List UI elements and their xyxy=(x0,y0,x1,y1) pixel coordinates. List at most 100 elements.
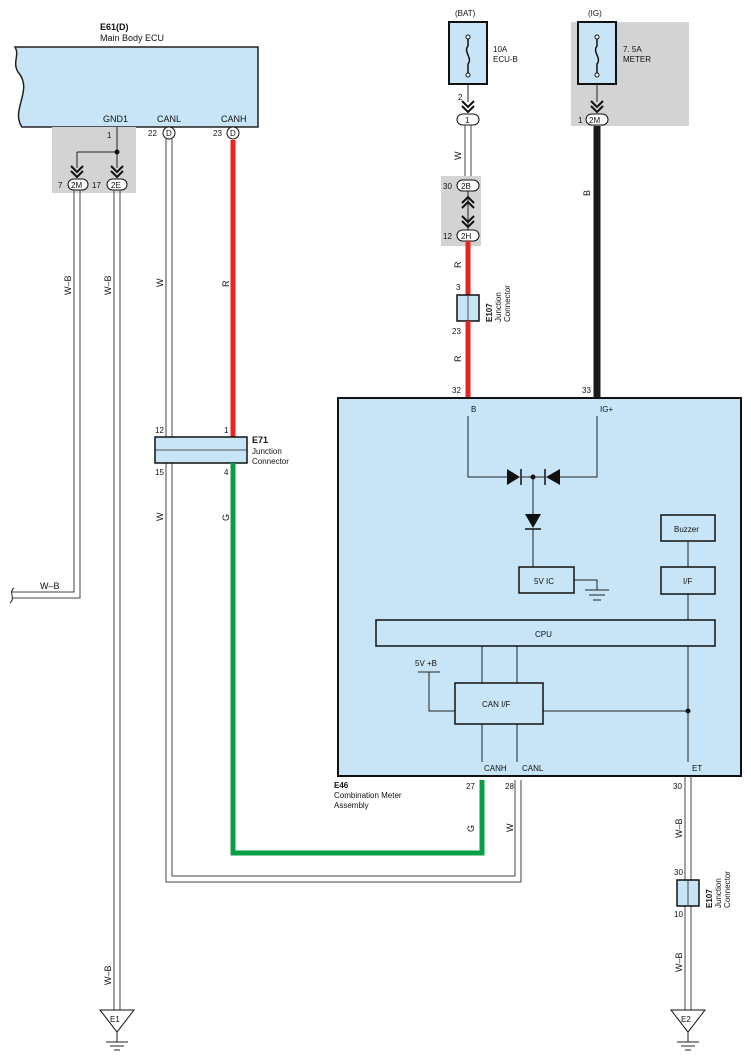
e107-top-type: Junction xyxy=(494,292,503,322)
meter-ig-pin: 33 xyxy=(582,386,591,395)
wire-wb-left-vertical-label: W–B xyxy=(63,275,73,295)
wire-et-wb-label: W–B xyxy=(674,818,684,838)
bat-fuse-pin: 2 xyxy=(458,93,463,102)
e107-bottom-id: E107 xyxy=(705,889,714,908)
block-cpu-label: CPU xyxy=(535,630,552,639)
internal-ground-icon xyxy=(585,589,609,601)
wire-ig-black-label: B xyxy=(582,190,592,196)
ig-fuse-name: METER xyxy=(623,55,651,64)
wire-canl-label: W xyxy=(155,278,165,287)
ground-arrow-icon xyxy=(70,165,84,179)
connector-2e-label: 2E xyxy=(111,181,121,190)
e107-bottom-type2: Connector xyxy=(723,871,732,908)
e71-id: E71 xyxy=(252,435,268,445)
wire-wb-left xyxy=(12,190,81,599)
bat-supply: (BAT) xyxy=(455,9,476,18)
connector-2b-label: 2B xyxy=(461,182,471,191)
ecu-box xyxy=(13,46,259,128)
meter-canh-label: CANH xyxy=(484,764,507,773)
meter-ig-label: IG+ xyxy=(600,405,613,414)
wire-wb-left-label: W–B xyxy=(40,581,60,591)
connector-2e xyxy=(106,178,128,191)
ground-e1-symbol xyxy=(98,1009,136,1033)
ecu-canh-connector xyxy=(226,126,240,140)
meter-name: Combination Meter xyxy=(334,791,402,800)
bat-fuse-name: ECU-B xyxy=(493,55,518,64)
ecu-canh-pin: 23 xyxy=(213,129,222,138)
wire-b-red-label: R xyxy=(453,261,463,268)
ground-e2-label: E2 xyxy=(681,1015,691,1024)
block-buzzer xyxy=(660,514,716,542)
connector-2m-ig-label: 2M xyxy=(589,116,600,125)
block-5v-ic-label: 5V IC xyxy=(534,577,554,586)
bat-fuse-rating: 10A xyxy=(493,45,508,54)
connector-2e-pin: 17 xyxy=(92,181,101,190)
connector-2h-pin: 12 xyxy=(443,232,452,241)
block-5v-ic xyxy=(518,566,575,594)
wire-canl-label-meter: W xyxy=(505,823,515,832)
diode-icon xyxy=(525,514,541,528)
e107-bottom-type: Junction xyxy=(714,878,723,908)
wire-b-red-label-lower: R xyxy=(453,355,463,362)
wire-bat-w-label: W xyxy=(453,151,463,160)
wire-canh-green xyxy=(230,463,485,856)
ig-fuse-pin: 1 xyxy=(578,116,583,125)
connector-arrow-icon xyxy=(461,100,475,114)
meter-internal-wiring xyxy=(418,416,689,762)
ecu-id: E61(D) xyxy=(100,22,129,32)
splice-dot xyxy=(685,708,691,714)
wire-et-wb-label-lower: W–B xyxy=(674,952,684,972)
block-if-label: I/F xyxy=(683,577,692,586)
ecu-canh-conn-label: D xyxy=(230,129,236,138)
meter-name2: Assembly xyxy=(334,801,369,810)
wire-bat-w xyxy=(464,125,472,180)
meter-canl-label: CANL xyxy=(522,764,544,773)
ground-e2-symbol xyxy=(669,1009,707,1033)
ecu-canl-pin: 22 xyxy=(148,129,157,138)
ecu-canl-connector xyxy=(162,126,176,140)
ecu-name: Main Body ECU xyxy=(100,33,164,43)
meter-b-label: B xyxy=(471,405,476,414)
diode-icon xyxy=(507,469,520,485)
wire-wb-e1-label: W–B xyxy=(103,275,113,295)
wire-break-icon xyxy=(9,587,15,604)
ig-supply: (IG) xyxy=(588,9,602,18)
diode-icon xyxy=(546,469,560,485)
block-cpu xyxy=(375,619,716,647)
connector-arrow-icon xyxy=(461,195,475,209)
e107-top-pin-out: 23 xyxy=(452,327,461,336)
wire-canh-red-label: R xyxy=(221,280,231,287)
wire-wb-e1 xyxy=(113,190,121,1010)
e107-top-type2: Connector xyxy=(503,285,512,322)
connector-1 xyxy=(456,113,480,126)
earth-icon xyxy=(677,1041,699,1051)
ground-arrow-icon xyxy=(110,165,124,179)
block-can-if-label: CAN I/F xyxy=(482,700,511,709)
connector-1-label: 1 xyxy=(465,116,470,125)
fuse-icon xyxy=(465,38,471,74)
e107-bottom-pin-out: 10 xyxy=(674,910,683,919)
ground-e1-label: E1 xyxy=(110,1015,120,1024)
wire-canl-w xyxy=(165,139,522,883)
e71-pin-tr: 1 xyxy=(224,426,229,435)
wire-canh-green-label: G xyxy=(221,514,231,521)
meter-et-label: ET xyxy=(692,764,702,773)
meter-canl-pin: 28 xyxy=(505,782,514,791)
connector-2m-ig xyxy=(585,113,609,126)
splice-dot xyxy=(114,149,120,155)
meter-5v-b-label: 5V +B xyxy=(415,659,437,668)
ecu-canl-conn-label: D xyxy=(166,129,172,138)
ecu-gnd1-label: GND1 xyxy=(103,114,128,124)
connector-2m-left-label: 2M xyxy=(71,181,82,190)
e107-top-id: E107 xyxy=(485,303,494,322)
e71-type: Junction xyxy=(252,447,282,456)
connector-2m-left xyxy=(67,178,89,191)
block-if xyxy=(660,566,716,595)
meter-id: E46 xyxy=(334,781,349,790)
e71-pin-bl: 15 xyxy=(155,468,164,477)
connector-2m-left-pin: 7 xyxy=(58,181,63,190)
fuse-icon xyxy=(594,38,600,74)
ecu-canl-label: CANL xyxy=(157,114,181,124)
connector-arrow-icon xyxy=(461,215,475,229)
